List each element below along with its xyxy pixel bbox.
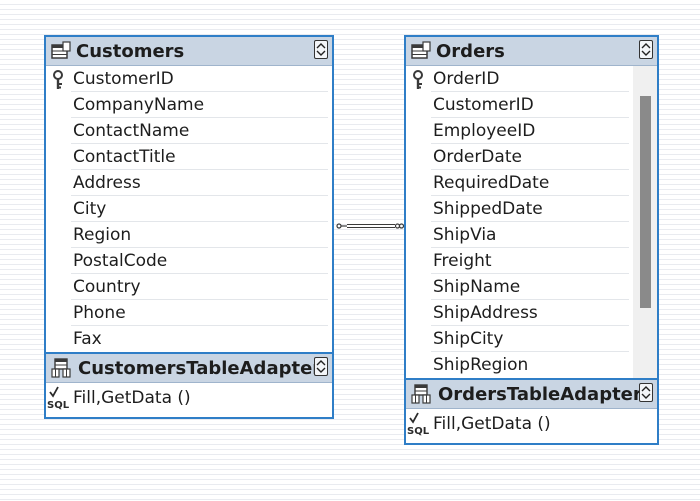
customers-table[interactable]: Customers CustomerID CompanyName Contact… (44, 35, 334, 419)
table-adapter-icon (51, 358, 71, 378)
column-row[interactable]: CustomerID (406, 92, 633, 118)
column-name: EmployeeID (433, 121, 536, 141)
table-title: Customers (76, 40, 185, 62)
svg-text:SQL: SQL (47, 400, 69, 410)
orders-table-header[interactable]: Orders (406, 37, 657, 66)
collapse-icon[interactable] (314, 40, 328, 59)
column-name: Freight (433, 251, 492, 271)
column-row[interactable]: ShipAddress (406, 300, 633, 326)
column-list: OrderID CustomerID EmployeeID OrderDate … (406, 66, 657, 378)
primary-key-icon (53, 70, 63, 89)
collapse-icon[interactable] (639, 383, 653, 402)
column-name: ShipRegion (433, 355, 529, 375)
scrollbar-thumb[interactable] (640, 96, 651, 308)
column-row[interactable]: EmployeeID (406, 118, 633, 144)
column-row[interactable]: OrderDate (406, 144, 633, 170)
query-method-row[interactable]: SQL Fill,GetData () (406, 409, 657, 439)
column-name: Address (73, 173, 141, 193)
table-icon (51, 41, 71, 59)
table-icon (411, 41, 431, 59)
table-title: Orders (436, 40, 505, 62)
column-row[interactable]: ContactTitle (46, 144, 332, 170)
vertical-scrollbar[interactable] (633, 66, 657, 384)
column-row[interactable]: Region (46, 222, 332, 248)
column-row[interactable]: ContactName (46, 118, 332, 144)
column-row[interactable]: RequiredDate (406, 170, 633, 196)
column-name: ContactTitle (73, 147, 176, 167)
column-name: ContactName (73, 121, 190, 141)
svg-text:SQL: SQL (407, 426, 429, 436)
sql-query-icon: SQL (407, 412, 429, 436)
column-row[interactable]: Address (46, 170, 332, 196)
column-name: ShipVia (433, 225, 497, 245)
column-row[interactable]: City (46, 196, 332, 222)
column-row[interactable]: CustomerID (46, 66, 332, 92)
column-name: CustomerID (433, 95, 534, 115)
column-name: Region (73, 225, 132, 245)
column-row[interactable]: ShipCity (406, 326, 633, 352)
method-name: Fill,GetData () (433, 414, 551, 434)
column-row[interactable]: OrderID (406, 66, 633, 92)
column-name: OrderID (433, 69, 500, 89)
column-row[interactable]: CompanyName (46, 92, 332, 118)
column-row[interactable]: PostalCode (46, 248, 332, 274)
adapter-title: CustomersTableAdapter (78, 357, 322, 379)
column-name: OrderDate (433, 147, 522, 167)
column-list: CustomerID CompanyName ContactName Conta… (46, 66, 332, 352)
relation-link-icon[interactable] (335, 220, 407, 232)
column-name: ShipName (433, 277, 521, 297)
primary-key-icon (413, 70, 423, 89)
column-row[interactable]: Country (46, 274, 332, 300)
column-row[interactable]: ShipRegion (406, 352, 633, 378)
column-name: ShippedDate (433, 199, 543, 219)
customers-adapter-header[interactable]: CustomersTableAdapter (46, 352, 332, 383)
table-adapter-icon (411, 384, 431, 404)
customers-table-header[interactable]: Customers (46, 37, 332, 66)
column-name: RequiredDate (433, 173, 550, 193)
column-row[interactable]: ShippedDate (406, 196, 633, 222)
column-name: Phone (73, 303, 126, 323)
sql-query-icon: SQL (47, 386, 69, 410)
query-method-row[interactable]: SQL Fill,GetData () (46, 383, 332, 413)
method-name: Fill,GetData () (73, 388, 191, 408)
column-name: Fax (73, 329, 102, 349)
column-name: ShipCity (433, 329, 504, 349)
adapter-title: OrdersTableAdapter (438, 383, 642, 405)
column-name: Country (73, 277, 141, 297)
column-name: PostalCode (73, 251, 168, 271)
column-name: CustomerID (73, 69, 174, 89)
column-row[interactable]: Fax (46, 326, 332, 352)
column-name: CompanyName (73, 95, 205, 115)
orders-table[interactable]: Orders OrderID CustomerID EmployeeID Ord… (404, 35, 659, 445)
column-row[interactable]: ShipName (406, 274, 633, 300)
column-name: City (73, 199, 107, 219)
column-row[interactable]: Freight (406, 248, 633, 274)
collapse-icon[interactable] (314, 357, 328, 376)
collapse-icon[interactable] (639, 40, 653, 59)
orders-adapter-header[interactable]: OrdersTableAdapter (406, 378, 657, 409)
column-name: ShipAddress (433, 303, 538, 323)
column-row[interactable]: ShipVia (406, 222, 633, 248)
column-row[interactable]: Phone (46, 300, 332, 326)
